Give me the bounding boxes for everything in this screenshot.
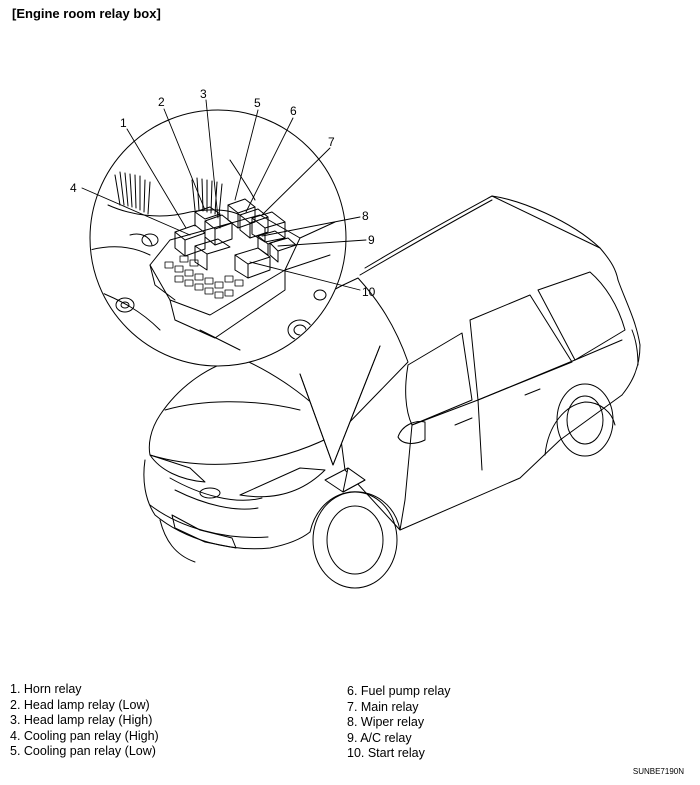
callout-10: 10 xyxy=(362,285,376,299)
legend-right: 6. Fuel pump relay 7. Main relay 8. Wipe… xyxy=(347,684,451,762)
callout-7: 7 xyxy=(328,135,335,149)
car-outline xyxy=(144,196,640,588)
callout-2: 2 xyxy=(158,95,165,109)
legend-item-main-relay: 7. Main relay xyxy=(347,699,419,714)
legend-item-cooling-low: 5. Cooling pan relay (Low) xyxy=(10,744,156,759)
callout-6: 6 xyxy=(290,104,297,118)
diagram-title: [Engine room relay box] xyxy=(12,6,161,21)
figure-code: SUNBE7190N xyxy=(632,767,684,776)
callout-leaders xyxy=(82,100,366,290)
legend-item-wiper-relay: 8. Wiper relay xyxy=(347,715,425,730)
legend-item-head-lamp-low: 2. Head lamp relay (Low) xyxy=(10,697,150,712)
callout-9: 9 xyxy=(368,233,375,247)
legend-item-head-lamp-high: 3. Head lamp relay (High) xyxy=(10,713,153,728)
legend-item-horn-relay: 1. Horn relay xyxy=(10,682,82,696)
relay-box-illustration: 1 2 3 4 5 6 7 8 9 10 xyxy=(70,87,700,670)
legend-item-ac-relay: 9. A/C relay xyxy=(347,730,412,745)
callout-4: 4 xyxy=(70,181,77,195)
legend-item-fuel-pump: 6. Fuel pump relay xyxy=(347,684,451,698)
magnifier xyxy=(90,110,380,465)
engine-bay-detail xyxy=(90,160,335,350)
legend-item-cooling-high: 4. Cooling pan relay (High) xyxy=(10,728,159,743)
callout-5: 5 xyxy=(254,96,261,110)
callout-numbers: 1 2 3 4 5 6 7 8 9 10 xyxy=(70,87,376,299)
callout-8: 8 xyxy=(362,209,369,223)
callout-3: 3 xyxy=(200,87,207,101)
legend-left: 1. Horn relay 2. Head lamp relay (Low) 3… xyxy=(10,682,159,760)
legend-item-start-relay: 10. Start relay xyxy=(347,746,425,761)
callout-1: 1 xyxy=(120,116,127,130)
